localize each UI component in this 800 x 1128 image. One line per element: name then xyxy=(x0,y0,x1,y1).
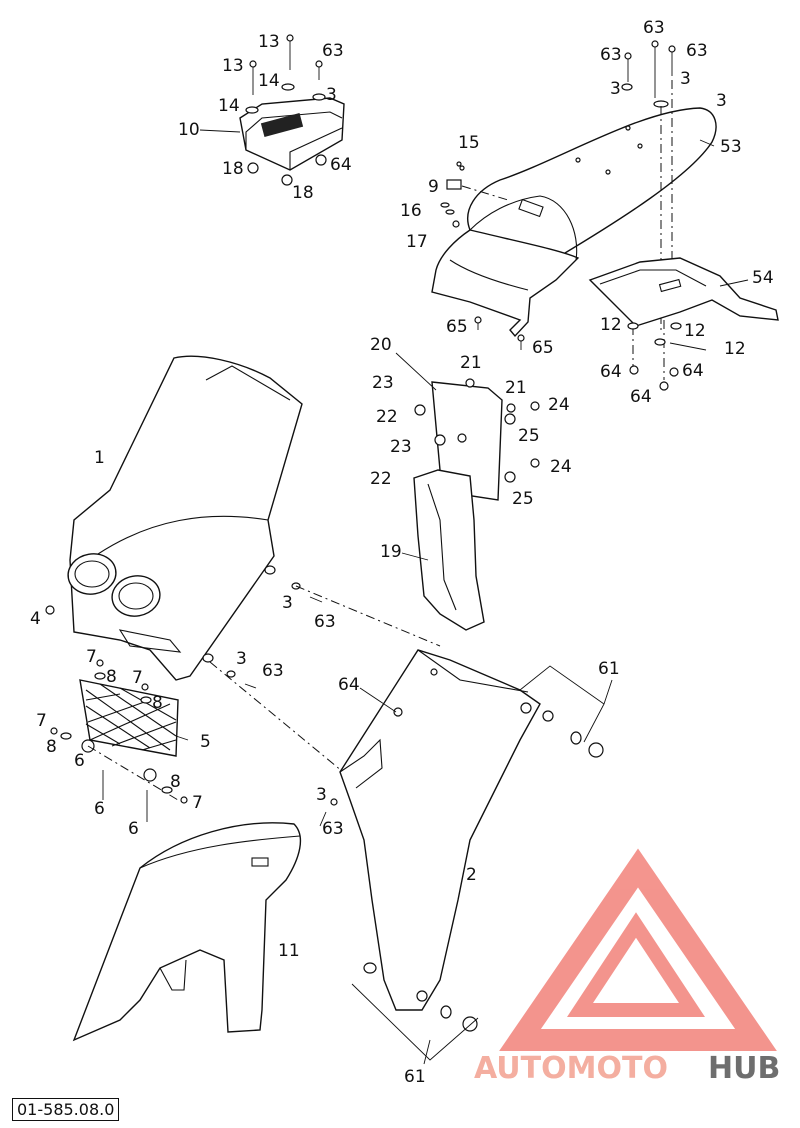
callouts: 13 13 63 14 14 3 10 18 64 18 63 63 63 3 … xyxy=(30,18,774,1087)
callout-7: 7 xyxy=(192,793,203,813)
callout-3: 3 xyxy=(316,785,327,805)
callout-8: 8 xyxy=(170,772,181,792)
callout-3: 3 xyxy=(236,649,247,669)
callout-64: 64 xyxy=(338,675,360,695)
part-20-bracket xyxy=(414,378,540,501)
callout-12: 12 xyxy=(684,321,706,341)
callout-65: 65 xyxy=(446,317,468,337)
callout-23: 23 xyxy=(372,373,394,393)
callout-5: 5 xyxy=(200,732,211,752)
callout-64: 64 xyxy=(630,387,652,407)
callout-22: 22 xyxy=(376,407,398,427)
callout-21: 21 xyxy=(460,353,482,373)
callout-14: 14 xyxy=(258,71,280,91)
callout-3: 3 xyxy=(680,69,691,89)
callout-7: 7 xyxy=(86,647,97,667)
callout-18: 18 xyxy=(222,159,244,179)
callout-12: 12 xyxy=(724,339,746,359)
callout-3: 3 xyxy=(610,79,621,99)
callout-64: 64 xyxy=(682,361,704,381)
callout-2: 2 xyxy=(466,865,477,885)
callout-11: 11 xyxy=(278,941,300,961)
part-53-hardware xyxy=(621,40,676,330)
callout-63: 63 xyxy=(314,612,336,632)
callout-12: 12 xyxy=(600,315,622,335)
part-2-side-panel xyxy=(319,649,605,1061)
callout-22: 22 xyxy=(370,469,392,489)
callout-54: 54 xyxy=(752,268,774,288)
callout-15: 15 xyxy=(458,133,480,153)
part-10-hardware xyxy=(245,34,327,186)
callout-3: 3 xyxy=(716,91,727,111)
callout-18: 18 xyxy=(292,183,314,203)
callout-7: 7 xyxy=(132,668,143,688)
callout-23: 23 xyxy=(390,437,412,457)
callout-6: 6 xyxy=(94,799,105,819)
callout-3: 3 xyxy=(326,85,337,105)
callout-17: 17 xyxy=(406,232,428,252)
fairing-hardware xyxy=(209,582,441,777)
callout-9: 9 xyxy=(428,177,439,197)
callout-3: 3 xyxy=(282,593,293,613)
callout-20: 20 xyxy=(370,335,392,355)
callout-24: 24 xyxy=(548,395,570,415)
callout-19: 19 xyxy=(380,542,402,562)
callout-13: 13 xyxy=(222,56,244,76)
callout-63: 63 xyxy=(686,41,708,61)
callout-8: 8 xyxy=(46,737,57,757)
callout-63: 63 xyxy=(600,45,622,65)
callout-63: 63 xyxy=(262,661,284,681)
callout-63: 63 xyxy=(322,819,344,839)
callout-65: 65 xyxy=(532,338,554,358)
callout-21: 21 xyxy=(505,378,527,398)
automotohub-logo: AUTOMOTO HUB xyxy=(474,848,780,1086)
callout-61: 61 xyxy=(404,1067,426,1087)
watermark-word-left: AUTOMOTO xyxy=(474,1051,668,1086)
callout-4: 4 xyxy=(30,609,41,629)
callout-25: 25 xyxy=(512,489,534,509)
callout-6: 6 xyxy=(74,751,85,771)
callout-16: 16 xyxy=(400,201,422,221)
drawing-code-box: 01-585.08.0 xyxy=(12,1098,120,1121)
part-19-mudflap xyxy=(413,469,485,631)
part-1-front-fairing xyxy=(45,355,303,681)
part-54-tail-flap xyxy=(588,257,779,391)
part-10-cover xyxy=(239,97,345,171)
callout-1: 1 xyxy=(94,448,105,468)
callout-64: 64 xyxy=(330,155,352,175)
watermark-word-right: HUB xyxy=(708,1051,780,1086)
callout-6: 6 xyxy=(128,819,139,839)
callout-63: 63 xyxy=(643,18,665,38)
part-53-rear-tail xyxy=(431,107,717,338)
callout-13: 13 xyxy=(258,32,280,52)
callout-10: 10 xyxy=(178,120,200,140)
callout-63: 63 xyxy=(322,41,344,61)
leader-lines xyxy=(175,129,749,1065)
callout-7: 7 xyxy=(36,711,47,731)
callout-61: 61 xyxy=(598,659,620,679)
callout-14: 14 xyxy=(218,96,240,116)
callout-25: 25 xyxy=(518,426,540,446)
part-5-grille xyxy=(50,659,188,822)
callout-8: 8 xyxy=(152,693,163,713)
part-11-front-fender xyxy=(72,822,302,1042)
small-hardware-9-17 xyxy=(440,161,525,350)
callout-64: 64 xyxy=(600,362,622,382)
callout-24: 24 xyxy=(550,457,572,477)
callout-53: 53 xyxy=(720,137,742,157)
callout-8: 8 xyxy=(106,667,117,687)
